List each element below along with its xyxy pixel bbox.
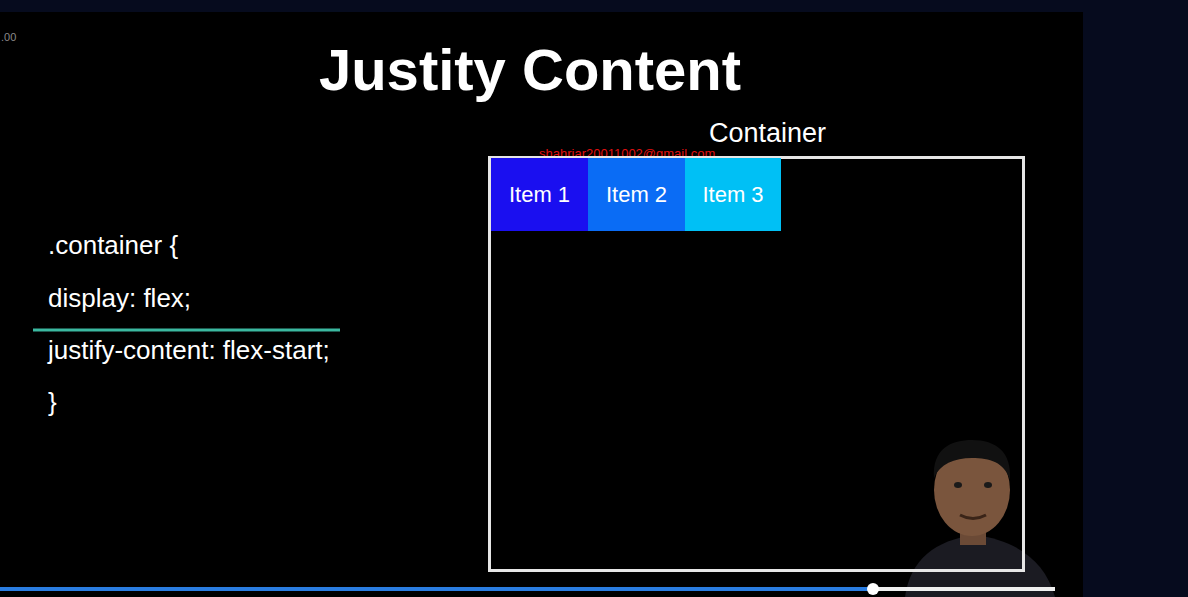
code-line: }	[48, 387, 57, 417]
timestamp: .00	[1, 31, 16, 44]
item-label: Item 1	[491, 158, 588, 231]
flex-item: Item 1	[491, 158, 588, 231]
item-label: Item 3	[685, 158, 781, 231]
highlight-underline	[33, 329, 340, 332]
flex-container: ContainerItem 1Item 2Item 3	[488, 110, 1025, 572]
presenter-figure	[905, 440, 1055, 597]
code-line: display: flex;	[48, 283, 191, 313]
slide-title: Justity Content	[0, 35, 1060, 105]
container-heading: Container	[488, 110, 1025, 156]
item-label: Item 2	[588, 158, 685, 231]
flex-item: Item 3	[685, 158, 781, 231]
code-line: .container {	[48, 230, 178, 260]
code-line: justify-content: flex-start;	[48, 335, 330, 365]
progress-bar	[0, 583, 1055, 595]
flex-item: Item 2	[588, 158, 685, 231]
